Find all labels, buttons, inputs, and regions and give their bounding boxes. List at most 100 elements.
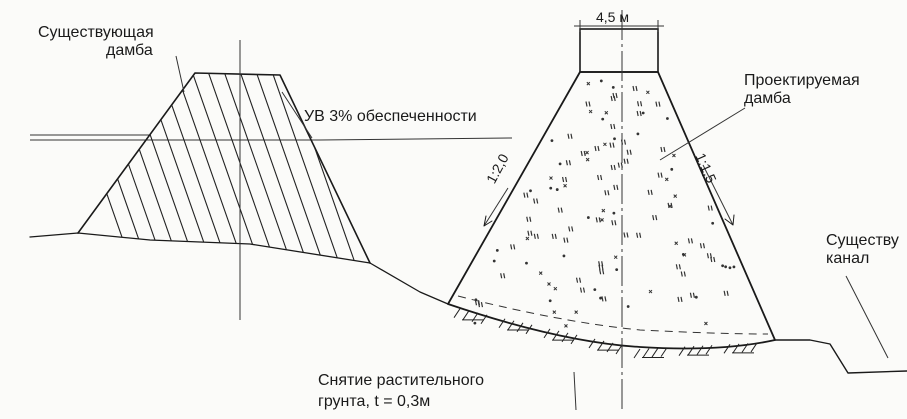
fill-mark (617, 162, 620, 168)
hatch-line (78, 73, 147, 261)
fill-mark (609, 142, 612, 148)
fill-mark (611, 220, 614, 226)
fill-mark (566, 237, 569, 243)
fill-mark (664, 177, 669, 182)
fill-mark (594, 145, 597, 152)
fill-dot (732, 265, 736, 269)
fill-dot (670, 167, 674, 171)
fill-dot (728, 266, 732, 270)
fill-dot (615, 268, 619, 272)
fill-dot (641, 111, 645, 115)
ground-line (29, 232, 449, 305)
canal-leader (845, 275, 889, 359)
hatch-line (380, 60, 450, 260)
foundation-tick (480, 314, 488, 325)
fill-mark (680, 296, 683, 302)
fill-mark (578, 277, 582, 283)
fill-mark (613, 255, 618, 260)
fill-mark (600, 217, 604, 222)
fill-mark (527, 230, 530, 236)
fill-mark (480, 301, 484, 308)
fill-mark (510, 244, 513, 250)
foundation-tick (750, 342, 758, 353)
hatch-line (139, 73, 211, 261)
designed-dam (447, 28, 776, 359)
stripped-soil-line (457, 295, 769, 335)
fill-mark (607, 190, 610, 196)
fill-mark (687, 238, 690, 244)
fill-mark (563, 183, 567, 188)
fill-dot (613, 137, 616, 141)
fill-mark (610, 123, 613, 130)
fill-dot (548, 299, 552, 303)
fill-mark (726, 290, 729, 296)
fill-mark (645, 90, 650, 95)
fill-dot (529, 189, 532, 193)
hatch-line (363, 73, 370, 261)
fill-mark (699, 243, 703, 249)
fill-mark (613, 123, 616, 130)
fill-dot (525, 261, 528, 265)
fill-mark (533, 198, 536, 204)
water-level-leader (281, 91, 313, 139)
fill-mark (663, 146, 666, 153)
fill-mark (626, 158, 629, 164)
fill-mark (670, 202, 673, 208)
fill-mark (585, 157, 590, 162)
fill-mark (615, 92, 618, 99)
fill-dot (612, 211, 616, 215)
fill-mark (604, 296, 607, 302)
fill-dot (611, 85, 615, 89)
fill-dot (550, 139, 554, 143)
crest-width-label: 4,5 м (596, 9, 629, 25)
fill-mark (549, 176, 553, 180)
foundation-tick (525, 324, 533, 335)
slope-arrow-right (702, 164, 735, 226)
fill-mark (616, 184, 619, 190)
fill-mark (597, 174, 600, 181)
hatch-line (107, 73, 179, 261)
fill-mark (623, 158, 626, 164)
fill-mark (557, 207, 560, 213)
hatch-line (203, 73, 275, 261)
fill-mark (702, 243, 706, 249)
hatch-line (155, 73, 227, 261)
fill-mark (526, 216, 529, 222)
hatch-line (299, 73, 370, 261)
canal-profile (774, 339, 907, 374)
fill-mark (648, 289, 653, 294)
fill-mark (602, 269, 605, 275)
fill-mark (629, 149, 632, 155)
fill-mark (598, 261, 601, 267)
foundation-tick (543, 328, 551, 339)
hatch-line (347, 73, 370, 261)
fill-mark (612, 142, 615, 148)
fill-mark (586, 81, 591, 86)
existing-dam-label-line1: Существующая (38, 24, 154, 41)
fill-mark (673, 194, 678, 198)
fill-mark (635, 85, 638, 92)
fill-mark (563, 237, 566, 243)
hatch-line (315, 73, 370, 261)
fill-mark (623, 232, 626, 238)
soil-removal-label-line2: грунта, t = 0,3м (318, 393, 431, 410)
existing-dam-label-line2: дамба (106, 42, 153, 59)
fill-mark (570, 133, 573, 139)
fill-dot (555, 188, 559, 191)
fill-dot (636, 132, 640, 136)
fill-dot (601, 117, 605, 121)
fill-mark (601, 208, 606, 213)
fill-mark (568, 160, 571, 166)
crest-block (579, 28, 659, 73)
fill-mark (571, 226, 574, 232)
existing-dam-hatching (78, 60, 450, 261)
soil-removal-label-line1: Снятие растительного (318, 372, 485, 389)
fill-mark (533, 233, 536, 239)
existing-dam-leader (175, 55, 185, 93)
hatch-line (171, 73, 243, 261)
hatch-line (219, 73, 291, 261)
fill-mark (667, 202, 670, 208)
designed-dam-label-line2: дамба (744, 90, 791, 107)
fill-mark (626, 232, 629, 238)
soil-removal-leader (573, 371, 577, 411)
